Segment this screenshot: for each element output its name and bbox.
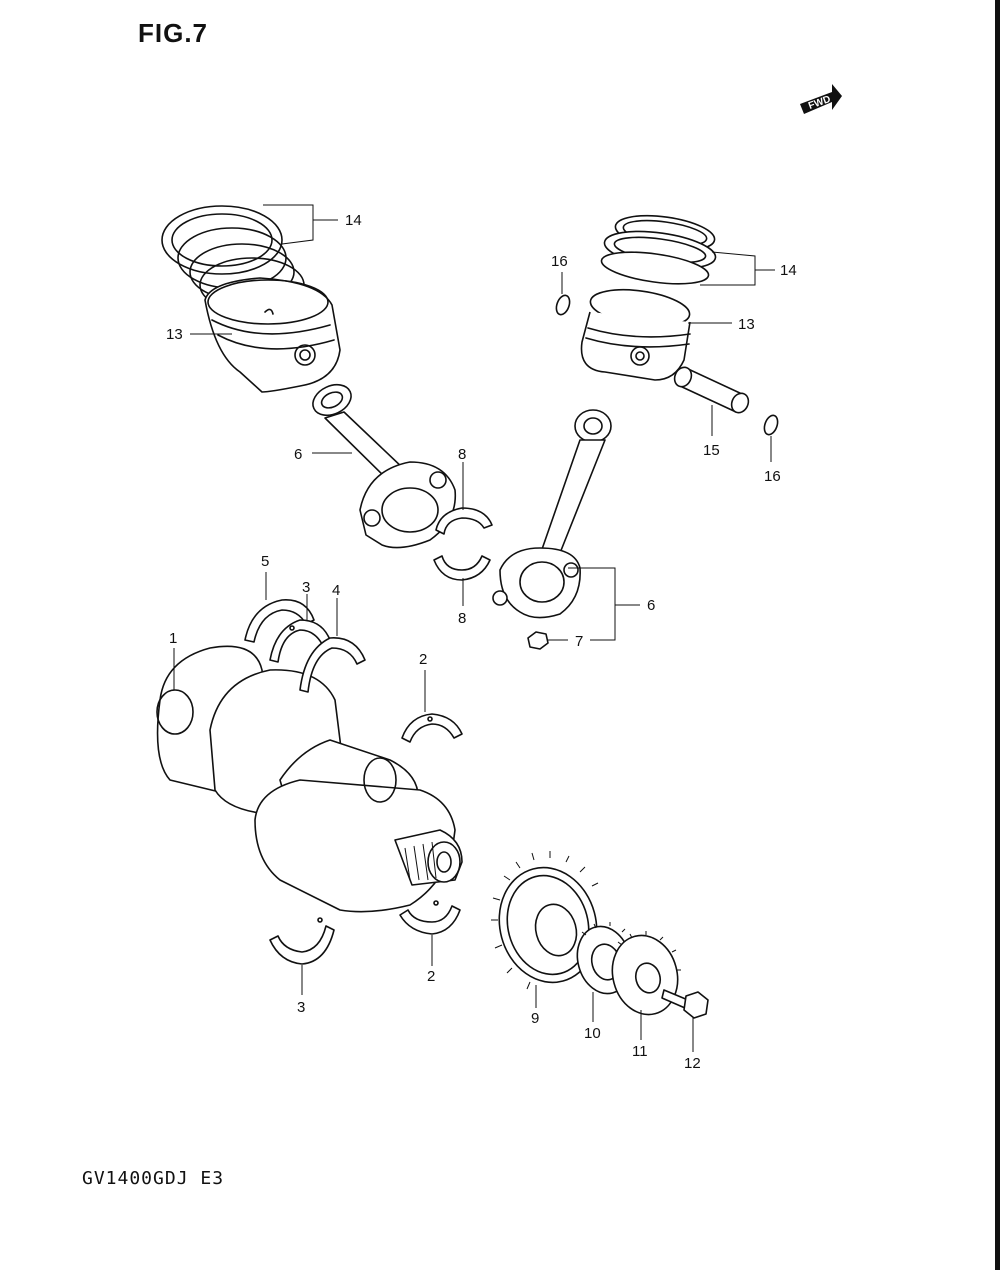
callout-3-upper: 3 bbox=[302, 579, 310, 596]
model-code: GV1400GDJ E3 bbox=[82, 1168, 225, 1189]
callout-13-right: 13 bbox=[738, 316, 755, 333]
page-edge bbox=[995, 0, 1000, 1270]
callout-2-upper: 2 bbox=[419, 651, 427, 668]
thrust-bearing-lower[interactable] bbox=[269, 917, 335, 965]
conrod-bearing-upper[interactable] bbox=[435, 507, 493, 535]
connecting-rod-left[interactable] bbox=[308, 379, 457, 549]
crank-bearing-lower-right[interactable] bbox=[399, 900, 461, 935]
connecting-rod-right[interactable] bbox=[492, 409, 612, 619]
crankshaft[interactable] bbox=[156, 645, 463, 913]
callout-13-left: 13 bbox=[166, 326, 183, 343]
connecting-rod-nut[interactable] bbox=[527, 631, 549, 650]
crank-bearing-upper[interactable] bbox=[401, 713, 463, 743]
piston-pin[interactable] bbox=[672, 365, 752, 416]
piston-right[interactable] bbox=[580, 284, 691, 381]
piston-ring-set-right[interactable] bbox=[600, 210, 718, 289]
crankshaft-bolt[interactable] bbox=[661, 989, 709, 1019]
figure-title: FIG.7 bbox=[138, 18, 209, 48]
circlip-lower[interactable] bbox=[762, 414, 780, 437]
callout-4: 4 bbox=[332, 582, 340, 599]
fwd-direction-badge: FWD bbox=[800, 84, 842, 114]
callout-8-upper: 8 bbox=[458, 446, 466, 463]
fwd-label: FWD bbox=[807, 94, 832, 112]
callout-12: 12 bbox=[684, 1055, 701, 1072]
circlip-upper[interactable] bbox=[554, 294, 572, 317]
callout-16-upper: 16 bbox=[551, 253, 568, 270]
callout-14-right: 14 bbox=[780, 262, 797, 279]
callout-6-left: 6 bbox=[294, 446, 302, 463]
callout-9: 9 bbox=[531, 1010, 539, 1027]
callout-11: 11 bbox=[632, 1043, 648, 1060]
thrust-bearing-alt[interactable] bbox=[299, 637, 366, 693]
callout-3-lower: 3 bbox=[297, 999, 305, 1016]
callout-1: 1 bbox=[169, 630, 177, 647]
callout-14-left: 14 bbox=[345, 212, 362, 229]
piston-left[interactable] bbox=[204, 277, 341, 393]
callout-16-lower: 16 bbox=[764, 468, 781, 485]
callout-10: 10 bbox=[584, 1025, 601, 1042]
callout-2-lower: 2 bbox=[427, 968, 435, 985]
callout-15: 15 bbox=[703, 442, 720, 459]
callout-8-lower: 8 bbox=[458, 610, 466, 627]
callout-labels: 14 13 16 14 13 15 16 6 8 8 6 7 5 3 4 1 2… bbox=[166, 212, 797, 1072]
primary-drive-gear[interactable] bbox=[487, 851, 610, 993]
callout-6-right: 6 bbox=[647, 597, 655, 614]
callout-7: 7 bbox=[575, 633, 583, 650]
conrod-bearing-lower[interactable] bbox=[433, 555, 491, 581]
oil-pump-drive-gear[interactable] bbox=[604, 928, 687, 1022]
callout-5: 5 bbox=[261, 553, 269, 570]
leader-lines bbox=[173, 204, 775, 1052]
